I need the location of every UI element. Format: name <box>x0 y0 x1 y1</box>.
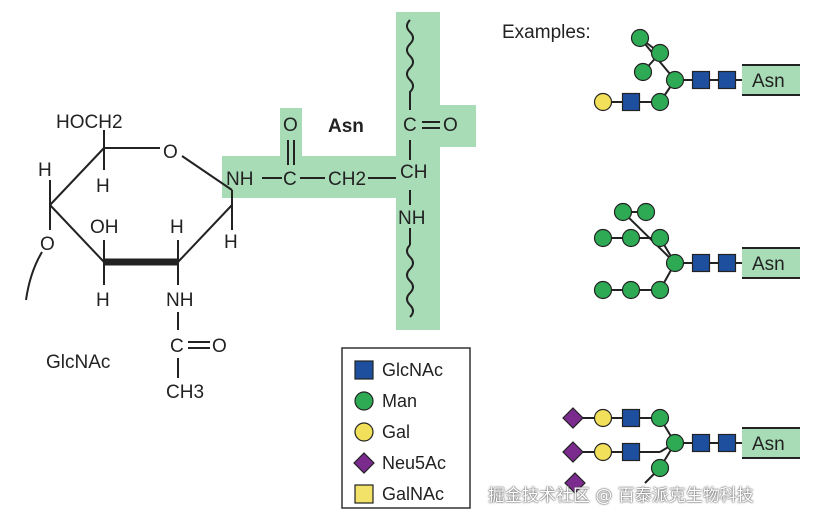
legend-label: GlcNAc <box>382 360 443 380</box>
ring-o-left-label: O <box>40 234 55 255</box>
ch3-label: CH3 <box>166 382 204 403</box>
asn-box-label: Asn <box>752 254 785 275</box>
man-residue <box>650 228 670 248</box>
structure-labels: HOCH2 O H H OH H H H O NH C O CH3 GlcNAc… <box>38 112 458 403</box>
ring-oxygen-label: O <box>163 142 178 163</box>
ring-h-label: H <box>96 176 110 197</box>
man-residue <box>621 228 641 248</box>
legend-swatch-square <box>354 360 374 380</box>
man-residue <box>593 280 613 300</box>
c-top-label: C <box>403 115 417 136</box>
legend-swatch-square <box>354 484 374 504</box>
nh-right-label: NH <box>398 208 425 229</box>
c-bottom-label: C <box>170 336 184 357</box>
asn-box-label: Asn <box>752 71 785 92</box>
glcnac-residue <box>717 253 737 273</box>
glcnac-residue <box>717 433 737 453</box>
asn-box <box>742 65 800 95</box>
man-residue <box>650 92 670 112</box>
carbonyl-o-label: O <box>283 115 298 136</box>
ring-h-label: H <box>96 290 110 311</box>
legend-label: GalNAc <box>382 484 444 504</box>
man-residue <box>650 458 670 478</box>
o-bottom-label: O <box>212 336 227 357</box>
man-residue <box>650 408 670 428</box>
man-residue <box>613 202 633 222</box>
hoch2-label: HOCH2 <box>56 112 123 133</box>
ring-h-label: H <box>38 160 52 181</box>
neu5ac-residue <box>564 472 586 494</box>
gal-residue <box>593 442 613 462</box>
man-residue <box>621 280 641 300</box>
man-residue <box>665 253 685 273</box>
man-residue <box>630 28 650 48</box>
o-top-label: O <box>443 115 458 136</box>
glcnac-ring <box>25 19 440 378</box>
legend-swatch-diamond <box>353 452 375 474</box>
glcnac-residue <box>691 70 711 90</box>
glcnac-residue <box>621 442 641 462</box>
man-residue <box>636 202 656 222</box>
ring-h-label: H <box>170 217 184 238</box>
ring-h-label: H <box>224 232 238 253</box>
legend-swatch-circle <box>354 391 374 411</box>
gal-residue <box>593 408 613 428</box>
sugar-name-label: GlcNAc <box>46 352 110 373</box>
neu5ac-residue <box>562 441 584 463</box>
man-residue <box>665 70 685 90</box>
glcnac-residue <box>691 253 711 273</box>
glcnac-residue <box>621 408 641 428</box>
man-residue <box>633 62 653 82</box>
asn-box <box>742 428 800 458</box>
examples-title: Examples: <box>502 22 591 43</box>
neu5ac-residue <box>562 407 584 429</box>
gal-residue <box>593 92 613 112</box>
legend-label: Neu5Ac <box>382 453 446 473</box>
man-residue <box>650 280 670 300</box>
man-residue <box>593 228 613 248</box>
legend-swatch-circle <box>354 422 374 442</box>
watermark: 掘金技术社区 @ 百泰派克生物科技 <box>488 486 754 506</box>
legend-label: Gal <box>382 422 410 442</box>
ch2-label: CH2 <box>328 169 366 190</box>
ch-label: CH <box>400 162 427 183</box>
glcnac-residue <box>621 92 641 112</box>
carbonyl-c-label: C <box>283 169 297 190</box>
glcnac-residue <box>717 70 737 90</box>
legend-label: Man <box>382 391 417 411</box>
asn-highlight <box>222 12 476 330</box>
ring-oh-label: OH <box>90 217 119 238</box>
man-residue <box>665 433 685 453</box>
man-residue <box>650 43 670 63</box>
asn-label: Asn <box>328 116 364 137</box>
nh-left-label: NH <box>226 169 253 190</box>
nh-bottom-label: NH <box>166 290 193 311</box>
glcnac-residue <box>691 433 711 453</box>
asn-box-label: Asn <box>752 434 785 455</box>
asn-box <box>742 248 800 278</box>
